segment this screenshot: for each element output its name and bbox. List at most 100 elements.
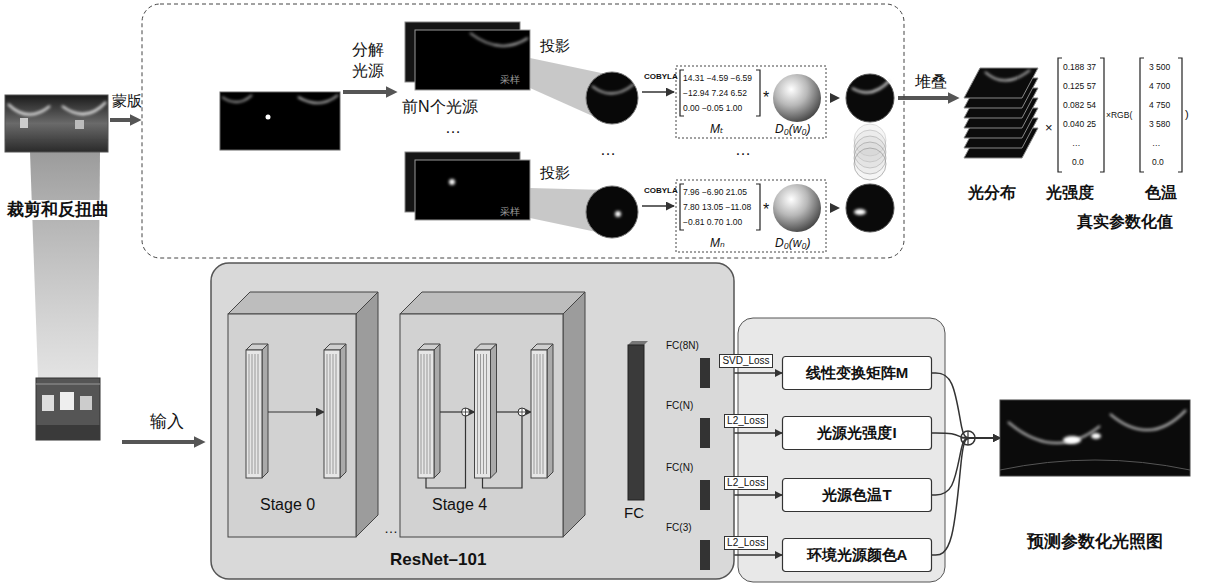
stage-block-shape — [400, 292, 585, 314]
stage-block-shape — [426, 416, 466, 488]
stage-block-shape — [483, 416, 523, 488]
light-layers — [985, 70, 1030, 81]
base-sphere — [773, 184, 821, 232]
output-box: 环境光源颜色A — [782, 538, 932, 572]
matrix-value: −12.94 7.24 6.52 — [683, 88, 747, 98]
stage-block-shape — [518, 408, 526, 416]
light-layers — [964, 68, 1038, 158]
matrix-bracket — [680, 58, 1182, 230]
output-box-shape — [783, 357, 932, 390]
stage-block-shape — [427, 354, 428, 474]
stage-block-shape — [440, 411, 462, 412]
panorama-image — [62, 102, 106, 114]
stage-block-shape — [480, 354, 481, 474]
fc-head-shape — [700, 540, 710, 570]
panorama-image — [75, 120, 84, 129]
stage-block-shape — [462, 408, 470, 416]
stage-block-shape — [262, 344, 268, 478]
output-box-shape — [783, 479, 932, 512]
image-tag: 采样 — [500, 206, 520, 218]
stage-block-shape — [249, 354, 250, 474]
matrix-value: … — [1152, 138, 1161, 148]
sampled-images — [415, 160, 530, 220]
mask-image — [298, 95, 338, 103]
column-label: 色温 — [1145, 183, 1177, 202]
light-sphere — [846, 184, 894, 232]
panorama-image — [8, 104, 50, 115]
output-box: 线性变换矩阵M — [782, 356, 932, 390]
ellipsis: … — [384, 520, 398, 537]
output-box: 光源色温T — [782, 478, 932, 512]
fc-head-shape — [700, 480, 710, 510]
stage-block-shape — [540, 354, 541, 474]
lighting-map-shape — [1000, 460, 1190, 470]
mask-image — [220, 92, 340, 150]
stage-block-shape — [470, 411, 475, 412]
input-image — [36, 378, 100, 440]
stage-label: Stage 4 — [432, 495, 487, 514]
output-box-shape — [783, 417, 932, 450]
matrix-value: 3 500 — [1149, 62, 1170, 72]
stage-block-shape — [418, 350, 434, 478]
cobyla-arrow — [642, 205, 674, 207]
stage-block-shape — [477, 354, 478, 474]
mask-image — [220, 92, 340, 150]
stage-block-shape — [526, 411, 531, 412]
ellipsis: … — [735, 140, 751, 159]
matrix-value: 4 750 — [1149, 100, 1170, 110]
step-label: 堆叠 — [915, 72, 947, 91]
lighting-map-shape — [1000, 400, 1190, 476]
stage-block-shape — [430, 354, 431, 474]
stage-block-shape — [268, 411, 324, 412]
sampled-images — [405, 22, 530, 220]
stage-block-shape — [400, 292, 585, 537]
fc-head-shape — [700, 480, 710, 510]
matrix-value: 0.188 37 — [1063, 62, 1096, 72]
stage-block-shape — [228, 292, 378, 314]
stage-block-shape — [324, 350, 340, 478]
fc-head: FC(N) — [700, 480, 710, 510]
matrix-bracket — [756, 70, 760, 116]
stage-block-shape — [336, 354, 337, 474]
stage-block-shape — [518, 408, 526, 416]
flow-arrow — [898, 96, 950, 100]
stage-block: Stage 0 — [228, 292, 378, 537]
stage-block-shape — [537, 354, 538, 474]
matrix-value: 3 580 — [1149, 119, 1170, 129]
light-sphere — [852, 80, 890, 93]
stage-block-shape — [462, 408, 470, 416]
input-image — [36, 425, 100, 440]
column-label: 光分布 — [968, 183, 1016, 202]
fc-head: FC(8N) — [700, 358, 710, 388]
light-sphere — [846, 74, 894, 232]
stage-block-shape — [531, 350, 547, 478]
matrix-value: 7.80 13.05 −11.08 — [683, 202, 751, 212]
stage-block-shape — [483, 354, 484, 474]
base-sphere — [773, 74, 821, 122]
stage-block-shape — [563, 292, 585, 537]
network-box-shape — [211, 263, 734, 579]
crop-cone — [30, 152, 100, 378]
projected-sphere — [592, 84, 634, 94]
step-label: 输入 — [150, 412, 184, 432]
stage-block-shape — [534, 354, 535, 474]
loss-label: L2_Loss — [724, 414, 768, 428]
layer-label: FC(N) — [666, 400, 693, 412]
stage-block-shape — [333, 354, 334, 474]
matrix-bracket — [756, 184, 760, 230]
matrix-value: 0.0 — [1072, 157, 1084, 167]
lighting-map-shape — [1008, 422, 1100, 443]
fc-head-shape — [700, 358, 710, 388]
lighting-map-shape — [1000, 400, 1190, 476]
stage-block-shape — [547, 344, 553, 478]
stage-block-shape — [340, 344, 346, 478]
mask-image — [222, 95, 252, 102]
connector — [932, 438, 1000, 555]
panorama-image — [5, 95, 108, 152]
step-label: 分解光源 — [352, 40, 386, 82]
fc-head-shape — [700, 540, 710, 570]
fc-head-shape — [700, 418, 710, 448]
dotted-frame — [676, 66, 826, 252]
matrix-bracket — [1058, 58, 1062, 172]
